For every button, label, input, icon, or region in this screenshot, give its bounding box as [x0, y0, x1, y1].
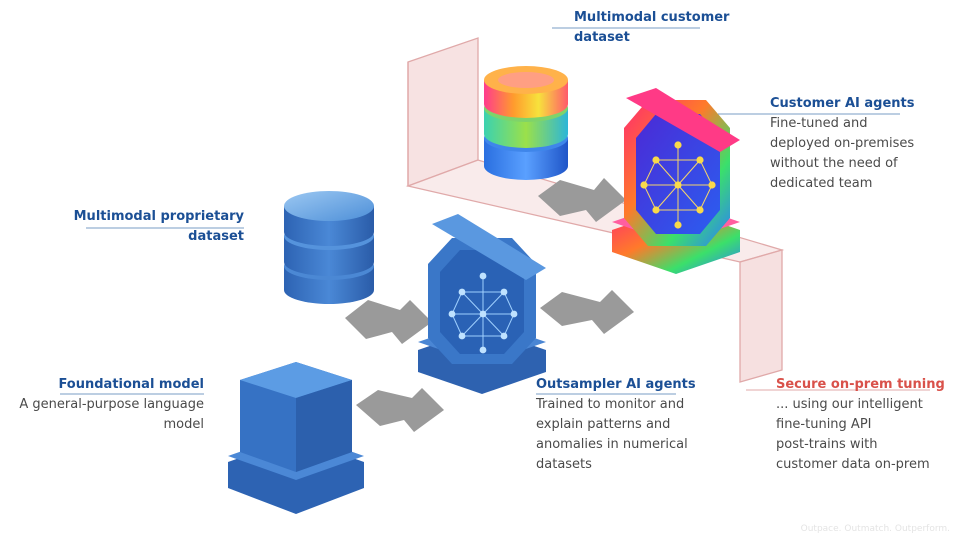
customer-agents-desc: Fine-tuned and deployed on-premises with… [770, 116, 915, 191]
arrow-foundation-to-agents [356, 388, 444, 432]
proprietary-dataset-icon [284, 191, 374, 304]
foundational-model-title: Foundational model [58, 377, 204, 392]
customer-dataset-label: Multimodal customer dataset [574, 8, 744, 48]
outsampler-agents-icon [418, 214, 546, 394]
foundational-model-icon [228, 362, 364, 514]
leader-lines [60, 27, 900, 395]
foundational-model-desc: A general-purpose language model [19, 397, 204, 432]
secure-tuning-label: Secure on-prem tuning ... using our inte… [776, 375, 956, 475]
customer-agents-label: Customer AI agents Fine-tuned and deploy… [770, 94, 950, 194]
outsampler-agents-label: Outsampler AI agents Trained to monitor … [536, 375, 716, 475]
secure-tuning-desc: ... using our intelligent fine-tuning AP… [776, 397, 930, 472]
customer-dataset-icon [484, 66, 568, 180]
secure-tuning-title: Secure on-prem tuning [776, 377, 945, 392]
arrow-agents-to-customer [540, 290, 634, 334]
tagline: Outpace. Outmatch. Outperform. [800, 524, 950, 534]
arrow-customer-dataset-to-customer-agents [538, 178, 626, 222]
customer-agents-icon [612, 88, 740, 274]
outsampler-agents-title: Outsampler AI agents [536, 377, 696, 392]
proprietary-dataset-label: Multimodal proprietary dataset [60, 207, 244, 247]
customer-agents-title: Customer AI agents [770, 96, 915, 111]
proprietary-dataset-title: Multimodal proprietary dataset [73, 209, 244, 244]
customer-dataset-title: Multimodal customer dataset [574, 10, 730, 45]
outsampler-agents-desc: Trained to monitor and explain patterns … [536, 397, 688, 472]
arrow-proprietary-to-agents [345, 300, 432, 344]
foundational-model-label: Foundational model A general-purpose lan… [10, 375, 204, 435]
